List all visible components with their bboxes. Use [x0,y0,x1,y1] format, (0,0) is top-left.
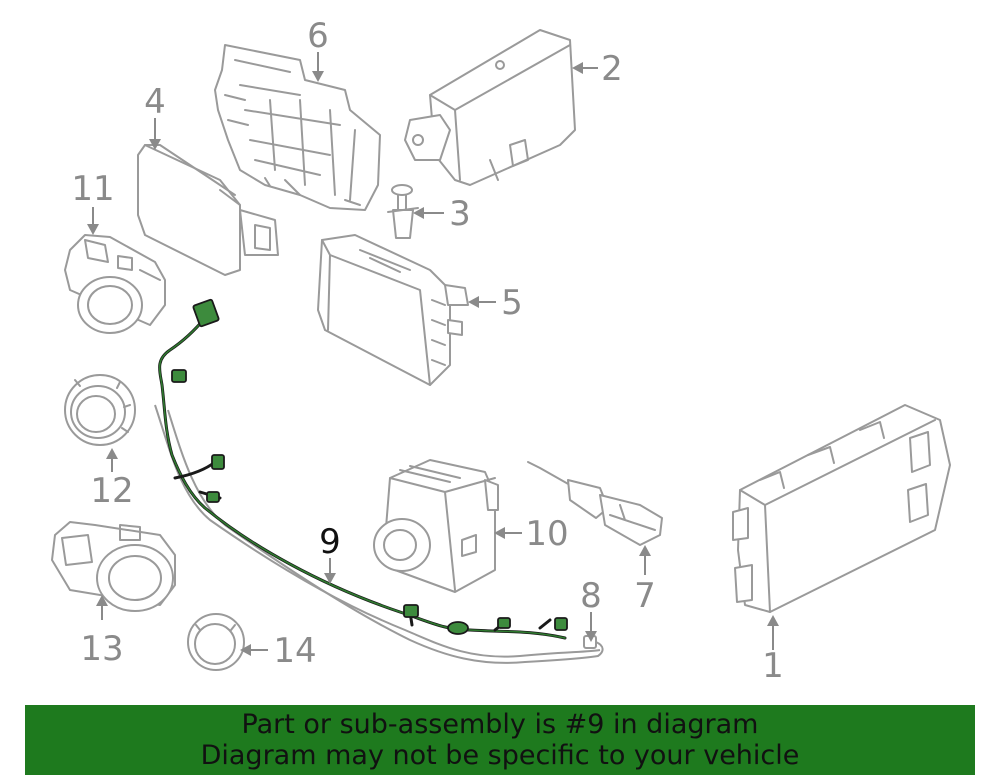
callout-6[interactable]: 6 [307,16,329,56]
part-5-control-unit[interactable] [317,234,469,386]
callout-labels: 1 2 3 4 5 6 7 8 9 10 11 12 13 14 [71,16,783,686]
part-8-connector[interactable] [583,635,604,657]
callout-12[interactable]: 12 [90,471,133,511]
bumper-outline-inner [167,409,599,664]
callout-11[interactable]: 11 [71,169,114,209]
part-notice-banner: Part or sub-assembly is #9 in diagram Di… [25,705,975,775]
harness-connector [554,617,568,631]
harness-connector [497,617,511,629]
callout-5[interactable]: 5 [501,283,523,323]
part-1-module[interactable] [732,404,951,613]
callout-9[interactable]: 9 [319,522,341,562]
part-3-push-clip[interactable] [387,184,419,239]
leader-lines [87,52,779,656]
callout-8[interactable]: 8 [580,576,602,616]
part-14-sensor-ring[interactable] [187,613,245,671]
part-7-sensor-probe[interactable] [527,461,663,546]
banner-line-1: Part or sub-assembly is #9 in diagram [241,709,759,740]
harness-connector [447,621,469,635]
part-9-wiring-harness[interactable] [158,298,568,640]
callout-13[interactable]: 13 [80,629,123,669]
part-12-sensor-ring[interactable] [64,374,136,446]
harness-connector [192,298,220,328]
part-13-parking-sensor[interactable] [51,521,176,612]
callout-3[interactable]: 3 [449,194,471,234]
callout-14[interactable]: 14 [273,631,316,671]
parts-diagram: 1 2 3 4 5 6 7 8 9 10 11 12 13 14 [51,16,951,686]
bumper-outline [154,404,601,658]
harness-connector [171,369,187,383]
banner-line-2: Diagram may not be specific to your vehi… [200,740,800,771]
callout-4[interactable]: 4 [144,82,166,122]
part-2-control-module[interactable] [404,29,576,186]
harness-connector [403,604,419,618]
part-6-relay-box[interactable] [214,44,381,211]
callout-10[interactable]: 10 [525,514,568,554]
part-10-camera[interactable] [373,459,499,593]
part-4-radar-sensor[interactable] [137,144,279,276]
harness-connector [206,491,220,503]
callout-1[interactable]: 1 [762,646,784,686]
part-11-parking-sensor[interactable] [64,234,166,334]
callout-7[interactable]: 7 [634,576,656,616]
callout-2[interactable]: 2 [601,49,623,89]
harness-connector [211,454,225,470]
